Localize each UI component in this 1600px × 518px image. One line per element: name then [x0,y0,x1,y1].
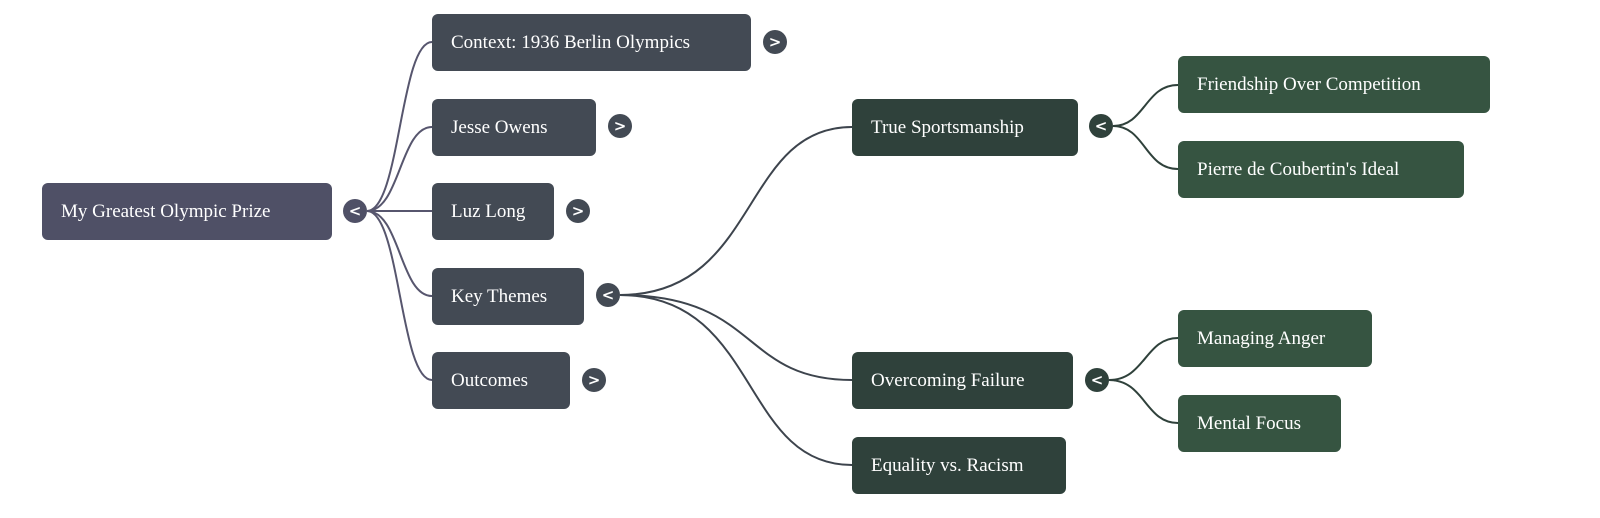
node-luz-long[interactable]: Luz Long [432,183,554,240]
expand-toggle[interactable]: > [608,114,632,138]
root-node[interactable]: My Greatest Olympic Prize [42,183,332,240]
node-label: Outcomes [451,370,529,391]
node-label: Luz Long [451,201,526,222]
node-label: Jesse Owens [451,117,548,138]
node-coubertin-ideal[interactable]: Pierre de Coubertin's Ideal [1178,141,1464,198]
collapse-toggle[interactable]: < [1089,114,1113,138]
node-label: True Sportsmanship [871,117,1024,138]
node-jesse-owens[interactable]: Jesse Owens [432,99,596,156]
expand-toggle[interactable]: > [582,368,606,392]
node-label: Equality vs. Racism [871,455,1024,476]
node-true-sportsmanship[interactable]: True Sportsmanship [852,99,1078,156]
node-friendship[interactable]: Friendship Over Competition [1178,56,1490,113]
node-mental-focus[interactable]: Mental Focus [1178,395,1341,452]
collapse-toggle[interactable]: < [1085,368,1109,392]
node-label: Friendship Over Competition [1197,74,1421,95]
node-key-themes[interactable]: Key Themes [432,268,584,325]
node-managing-anger[interactable]: Managing Anger [1178,310,1372,367]
link-sportsmanship-friendship [1112,84,1179,127]
node-label: Mental Focus [1197,413,1301,434]
expand-toggle[interactable]: > [763,30,787,54]
node-label: Context: 1936 Berlin Olympics [451,32,691,53]
link-root-keythemes [366,210,433,297]
link-sportsmanship-pierre [1112,125,1179,170]
collapse-toggle[interactable]: < [343,199,367,223]
node-label: Managing Anger [1197,328,1326,349]
node-context[interactable]: Context: 1936 Berlin Olympics [432,14,751,71]
collapse-toggle[interactable]: < [596,283,620,307]
link-failure-anger [1108,337,1179,381]
node-label: Key Themes [451,286,548,307]
link-keythemes-failure [619,294,853,381]
link-failure-focus [1108,379,1179,424]
node-label: Pierre de Coubertin's Ideal [1197,159,1400,180]
link-root-outcomes [366,210,433,381]
node-outcomes[interactable]: Outcomes [432,352,570,409]
link-root-context [366,41,433,212]
expand-toggle[interactable]: > [566,199,590,223]
link-keythemes-equality [619,294,853,466]
node-label: Overcoming Failure [871,370,1025,391]
link-root-jesse [366,126,433,212]
node-equality-vs-racism[interactable]: Equality vs. Racism [852,437,1066,494]
node-label: My Greatest Olympic Prize [61,201,271,222]
link-keythemes-sportsmanship [619,126,853,296]
node-overcoming-failure[interactable]: Overcoming Failure [852,352,1073,409]
